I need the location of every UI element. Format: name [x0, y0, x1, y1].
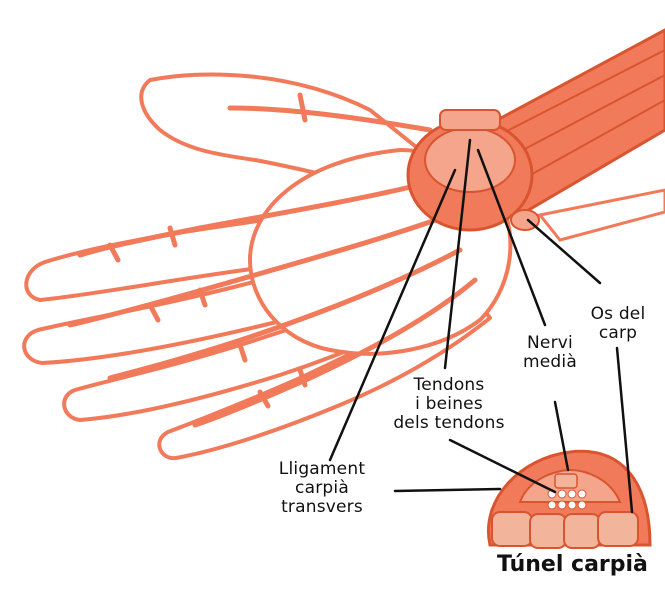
label-nervi-media: Nervi medià [515, 334, 585, 372]
label-line: dels tendons [385, 414, 513, 433]
label-line: i beines [385, 395, 513, 414]
label-line: carp [582, 324, 654, 343]
label-lligament-carpia-transvers: Lligament carpià transvers [262, 460, 382, 517]
label-tendons: Tendons i beines dels tendons [385, 376, 513, 433]
label-line: Nervi [515, 334, 585, 353]
leader-lligament-section [395, 489, 500, 491]
label-line: Lligament [262, 460, 382, 479]
label-line: transvers [262, 498, 382, 517]
label-line: Os del [582, 305, 654, 324]
label-line: carpià [262, 479, 382, 498]
label-os-del-carp: Os del carp [582, 305, 654, 343]
diagram-title: Túnel carpià [497, 552, 648, 577]
label-line: medià [515, 353, 585, 372]
label-line: Tendons [385, 376, 513, 395]
tunnel-cross-section [488, 451, 650, 548]
